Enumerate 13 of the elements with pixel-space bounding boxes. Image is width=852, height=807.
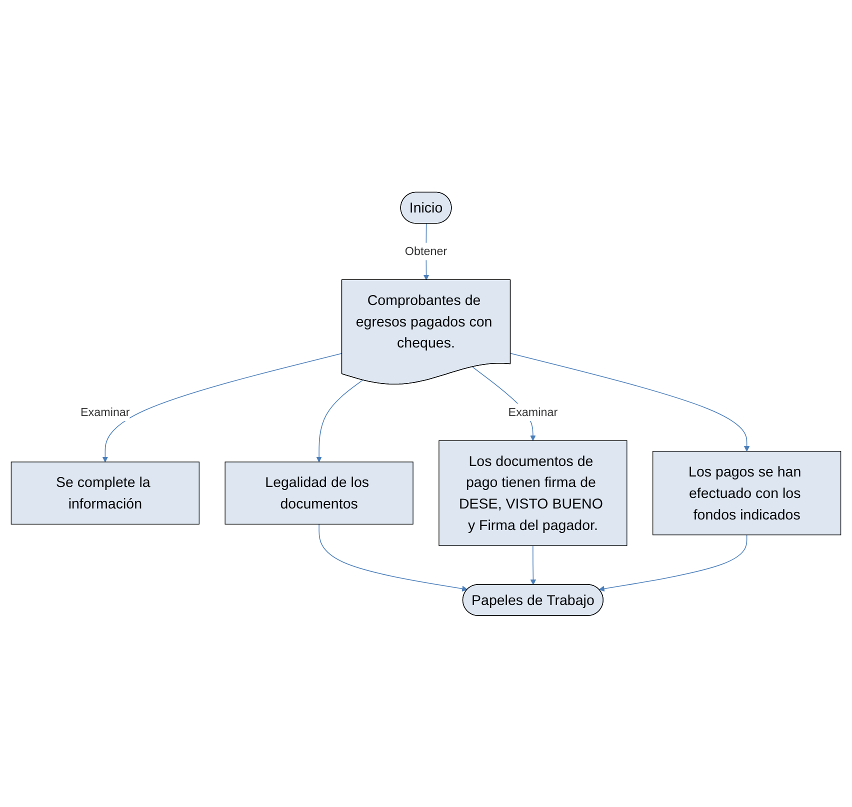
arrow — [510, 352, 750, 452]
arrow — [102, 352, 342, 462]
node-box: Legalidad de los documentos — [224, 461, 414, 524]
arrow — [316, 379, 364, 462]
node-box: Se complete la información — [10, 461, 200, 524]
arrow — [598, 534, 748, 592]
edge-label: Examinar — [80, 405, 130, 418]
node-box: Los pagos se han efectuado con los fondos indicados — [652, 450, 842, 535]
arrow — [318, 523, 468, 592]
edge-label: Obtener — [404, 244, 448, 258]
edge-label: Examinar — [508, 405, 558, 418]
arrow — [530, 544, 536, 585]
node-box: Los documentos de pago tienen firma de DESE, VISTO BUENO y Firma del pagador. — [438, 440, 628, 546]
